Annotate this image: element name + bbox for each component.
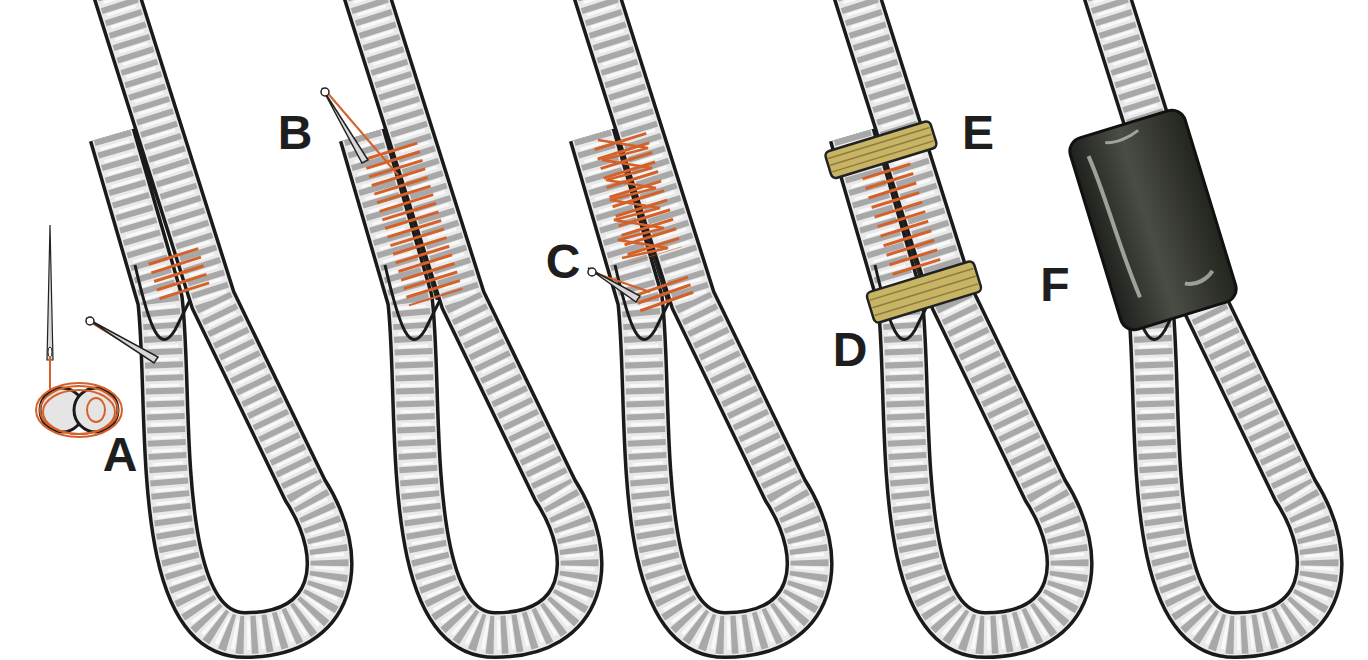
rope-step-de (824, 0, 1069, 635)
callout-letter: D (833, 326, 868, 374)
rope-step-b (321, 0, 580, 635)
callout-letter: C (546, 238, 581, 286)
callout-letter: A (103, 431, 138, 479)
rope-step-a (36, 0, 330, 635)
rope-step-c (588, 0, 810, 635)
callout-letter: E (962, 109, 994, 157)
rope-step-f (1066, 0, 1319, 635)
callout-letter: F (1040, 261, 1069, 309)
callout-letter: B (278, 109, 313, 157)
